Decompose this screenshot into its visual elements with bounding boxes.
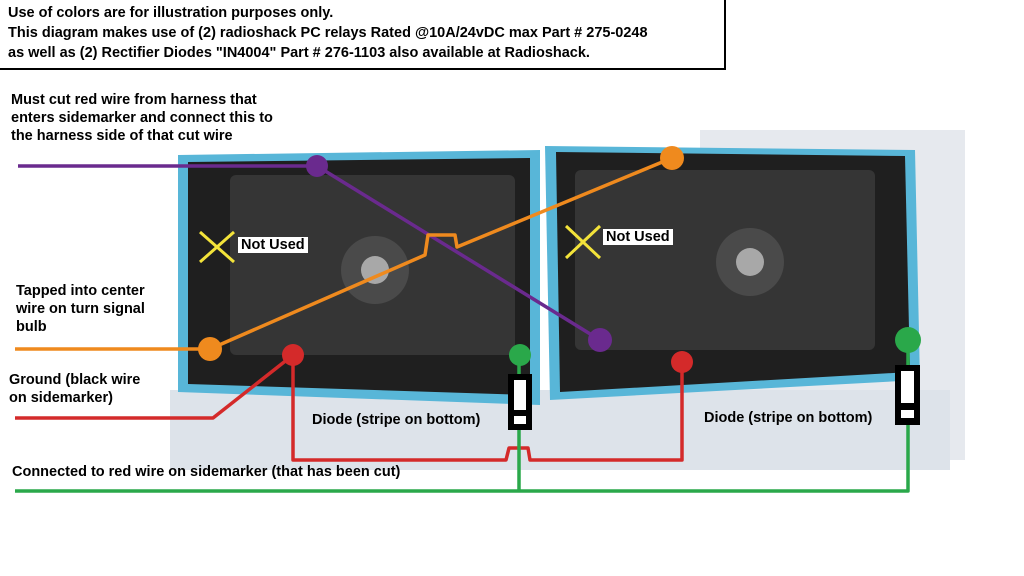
diode-right (895, 365, 920, 425)
ground-wire-label: Ground (black wire on sidemarker) (9, 372, 141, 406)
header-line-1: Use of colors are for illustration purpo… (8, 5, 334, 21)
diode-right-label: Diode (stripe on bottom) (704, 410, 873, 426)
not-used-x-left (199, 230, 235, 264)
not-used-label-left: Not Used (238, 237, 308, 253)
purple-wire-label: Must cut red wire from harness that ente… (11, 92, 273, 144)
not-used-x-right (564, 224, 602, 260)
not-used-label-right: Not Used (603, 229, 673, 245)
terminals (198, 146, 921, 373)
header-line-2: This diagram makes use of (2) radioshack… (8, 25, 648, 41)
orange-terminal-left (198, 337, 222, 361)
orange-wire-label: Tapped into center wire on turn signal b… (16, 283, 145, 335)
orange-terminal-right (660, 146, 684, 170)
diode-left-label: Diode (stripe on bottom) (312, 412, 481, 428)
header-line-3: as well as (2) Rectifier Diodes "IN4004"… (8, 45, 590, 61)
red-terminal-right (671, 351, 693, 373)
purple-terminal-left (306, 155, 328, 177)
red-terminal-left (282, 344, 304, 366)
diode-left (508, 374, 532, 430)
header-note-box: Use of colors are for illustration purpo… (0, 0, 726, 70)
green-terminal-right (895, 327, 921, 353)
green-wire-label: Connected to red wire on sidemarker (tha… (12, 464, 401, 480)
green-terminal-left (509, 344, 531, 366)
red-wire-ground (15, 353, 295, 420)
purple-terminal-right (588, 328, 612, 352)
